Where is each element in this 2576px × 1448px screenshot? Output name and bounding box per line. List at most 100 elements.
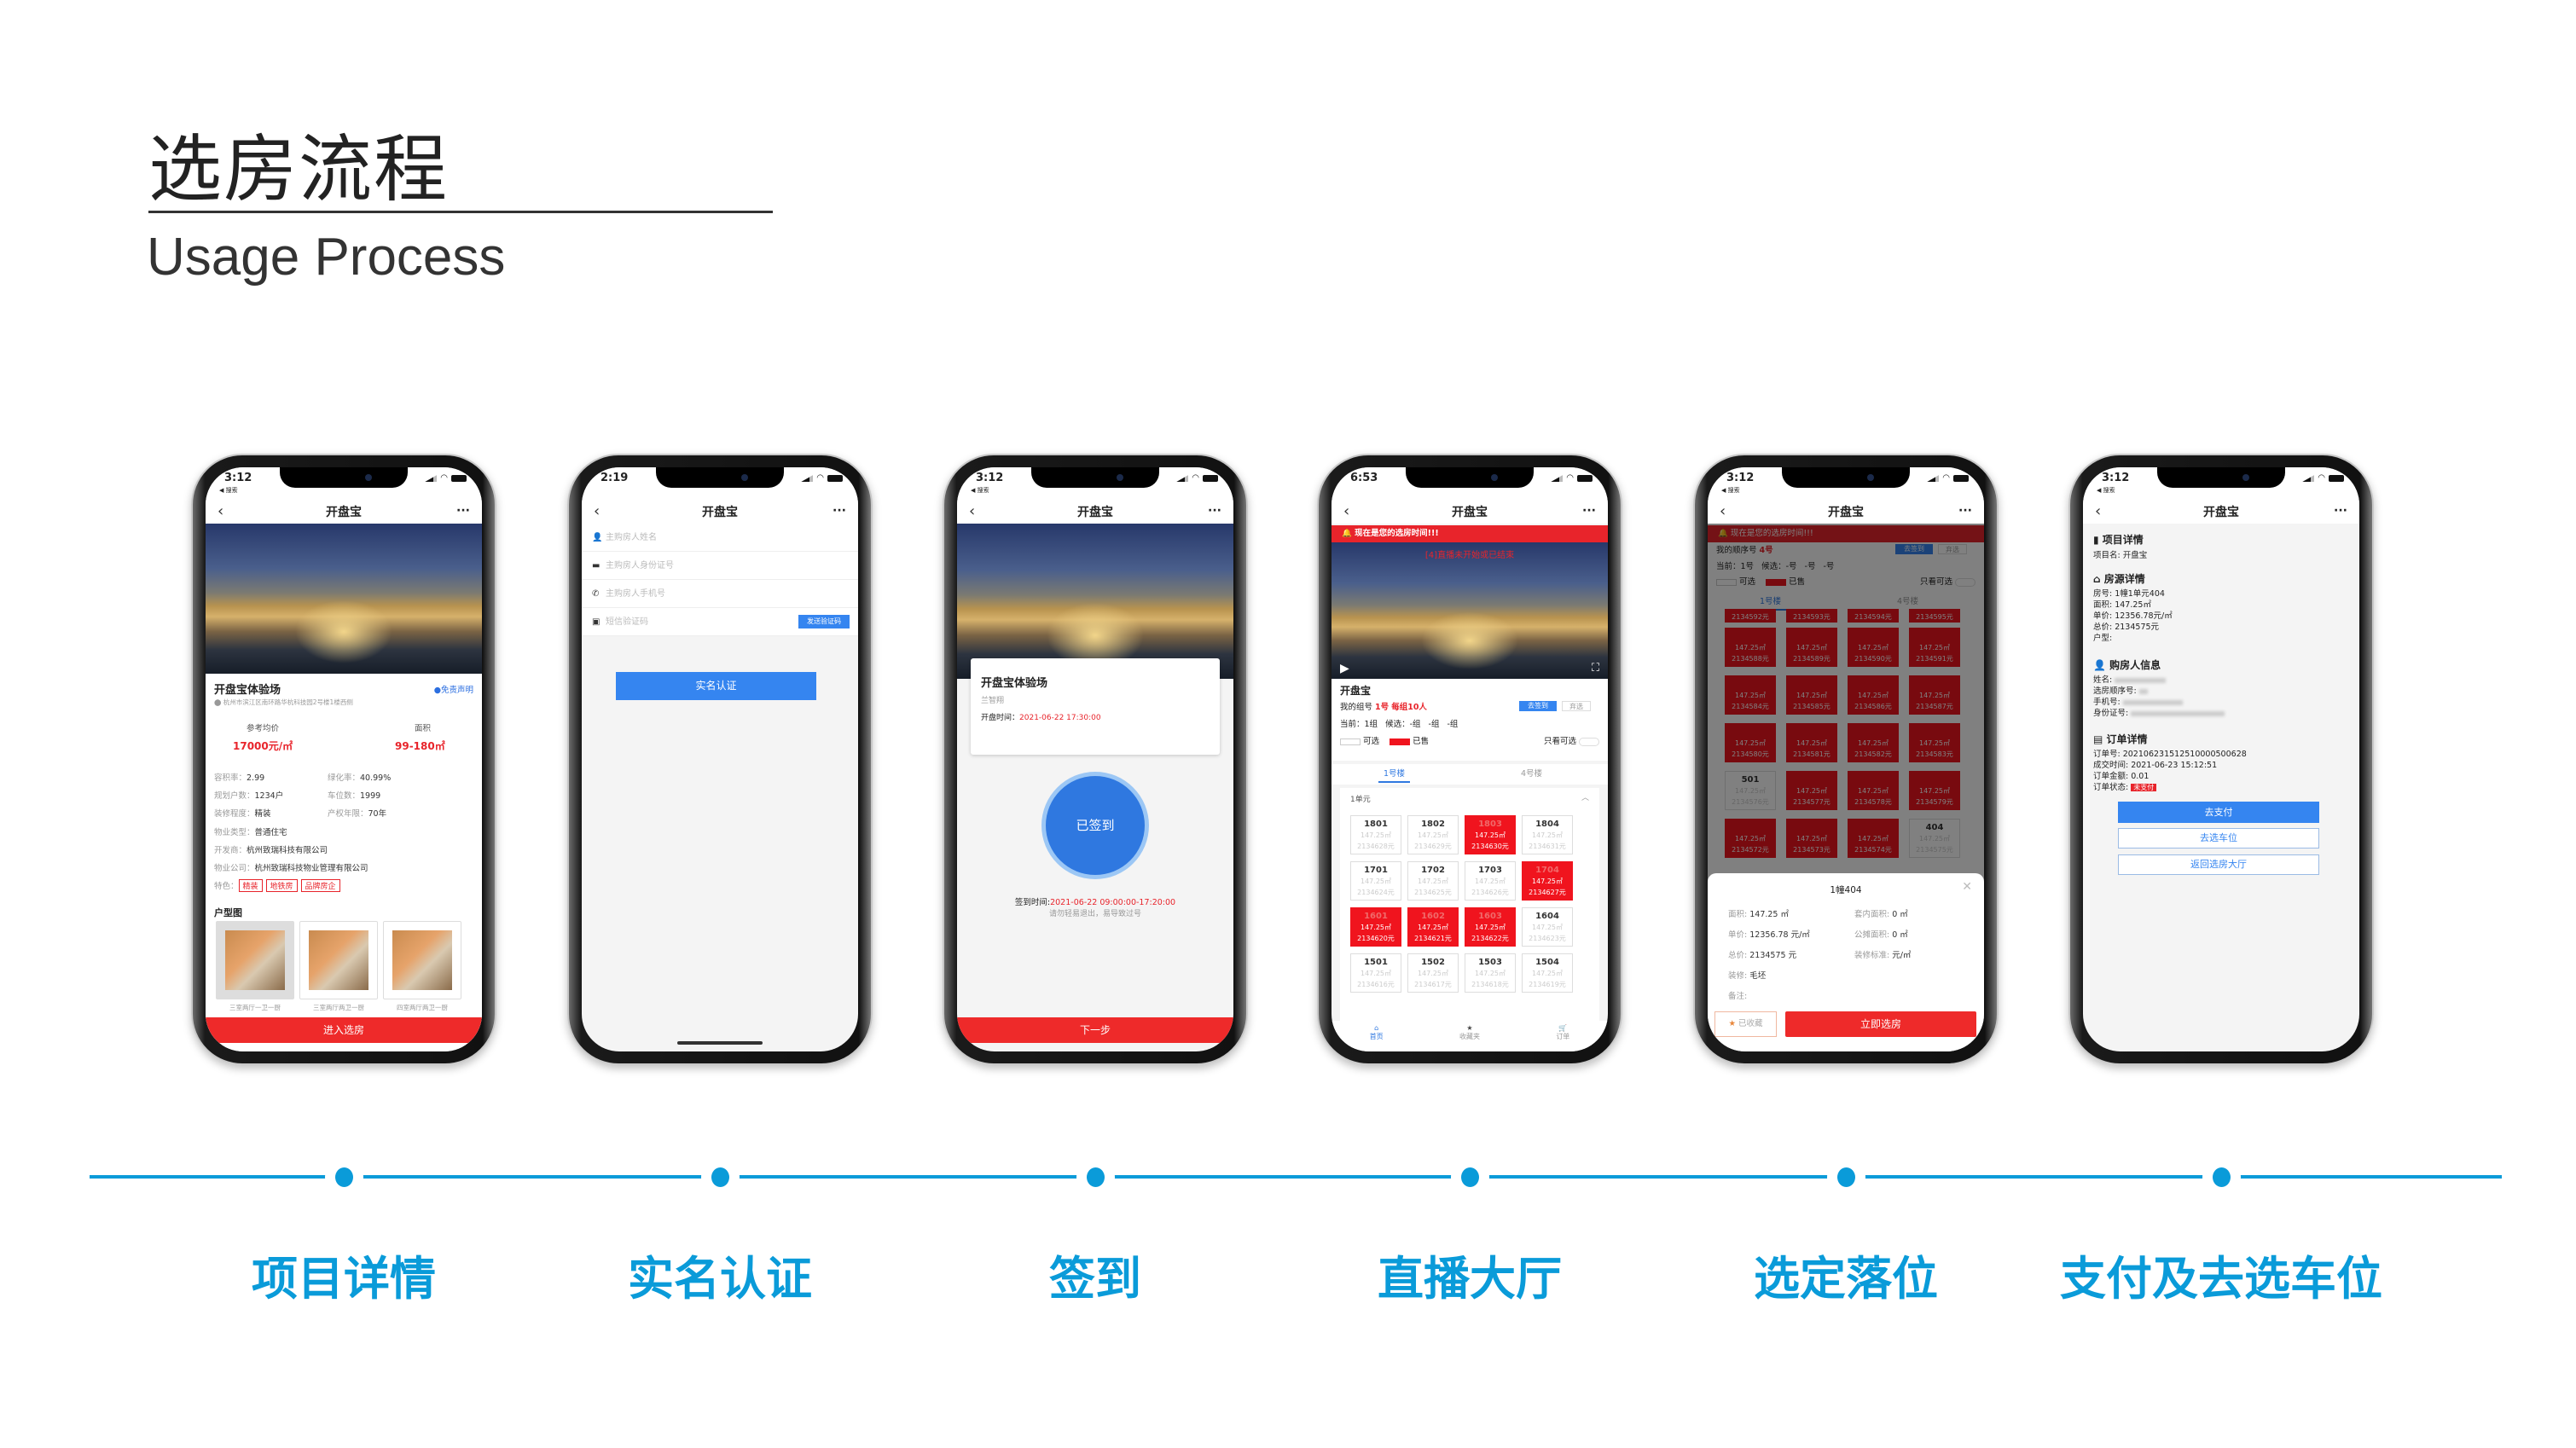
battery-icon [2329,475,2344,482]
tab-orders[interactable]: 🛒订单 [1556,1024,1570,1040]
back-chevron-icon[interactable]: ‹ [218,502,224,520]
abandon-button[interactable]: 弃选 [1938,544,1967,554]
notch [1031,467,1159,488]
sms-code-input[interactable]: ▣短信验证码 [582,608,858,636]
unit-price: 2134625元 [1414,889,1452,896]
next-step-button[interactable]: 下一步 [957,1017,1233,1043]
collapse-chevron-icon[interactable]: ︿ [1581,794,1589,802]
floorplan-image[interactable] [299,921,378,999]
back-to-app-link[interactable]: ◀ 搜索 [1721,487,1740,494]
tab-building-4[interactable]: 4号楼 [1897,597,1919,606]
tab-building-1[interactable]: 1号楼 [1378,764,1411,783]
verify-button[interactable]: 实名认证 [616,672,816,700]
unit-price: 2134629元 [1414,843,1452,850]
back-to-app-link[interactable]: ◀ 搜索 [971,487,989,494]
select-parking-button[interactable]: 去选车位 [2118,828,2319,849]
unit-room [1787,679,1836,690]
unit-cell-sold[interactable]: 2134592元 [1725,609,1776,623]
only-available-toggle[interactable]: 只看可选 [1920,575,1976,587]
tab-favorites[interactable]: ★收藏夹 [1459,1024,1480,1040]
checked-in-button[interactable]: 已签到 [1046,776,1145,875]
play-icon[interactable]: ▶ [1340,662,1349,675]
spec-property-company: 物业公司：杭州致瑞科技物业管理有限公司 [214,864,368,873]
more-icon[interactable]: ··· [1208,504,1221,518]
abandon-button[interactable]: 弃选 [1562,701,1591,711]
buyer-name-input[interactable]: 👤主购房人姓名 [582,524,858,552]
back-to-hall-button[interactable]: 返回选房大厅 [2118,854,2319,875]
back-to-app-link[interactable]: ◀ 搜索 [219,487,238,494]
close-icon[interactable]: ✕ [1962,880,1972,894]
check-in-button[interactable]: 去签到 [1895,544,1933,554]
unit-cell-sold[interactable]: 2134593元 [1786,609,1837,623]
fullscreen-icon[interactable]: ⛶ [1591,662,1599,675]
tab-building-1[interactable]: 1号楼 [1755,592,1787,611]
id-number-input[interactable]: ▬主购房人身份证号 [582,552,858,580]
unit-cell-sold[interactable]: 2134595元 [1909,609,1960,623]
pay-button[interactable]: 去支付 [2118,802,2319,823]
phone-input[interactable]: ✆主购房人手机号 [582,580,858,608]
floorplan-image[interactable] [216,921,294,999]
back-chevron-icon[interactable]: ‹ [594,502,600,520]
back-chevron-icon[interactable]: ‹ [1720,502,1726,520]
disclaimer-link[interactable]: ●免责声明 [433,686,473,695]
more-icon[interactable]: ··· [833,504,846,518]
tab-building-4[interactable]: 4号楼 [1521,769,1543,779]
more-icon[interactable]: ··· [1958,504,1972,518]
more-icon[interactable]: ··· [1582,504,1596,518]
check-in-button[interactable]: 去签到 [1519,701,1557,711]
enter-selection-button[interactable]: 进入选房 [206,1017,482,1043]
select-now-button[interactable]: 立即选房 [1785,1011,1976,1037]
only-available-toggle[interactable]: 只看可选 [1544,734,1599,746]
back-to-app-link[interactable]: ◀ 搜索 [2097,487,2115,494]
live-video-player[interactable] [1332,542,1608,679]
back-chevron-icon[interactable]: ‹ [2095,502,2102,520]
unit-cell-sold[interactable]: 2134594元 [1848,609,1899,623]
floorplan-image[interactable] [383,921,461,999]
more-icon[interactable]: ··· [456,504,470,518]
back-chevron-icon[interactable]: ‹ [969,502,976,520]
screen: 3:12 ◀ 搜索 ◠ ‹开盘宝··· 开盘宝体验场 ●免责声明 ⬤ 杭州市滨江… [206,467,482,1051]
unit-area: 147.25㎡ [1532,924,1563,931]
more-icon[interactable]: ··· [2334,504,2347,518]
tab-home[interactable]: ⌂首页 [1369,1024,1384,1040]
back-chevron-icon[interactable]: ‹ [1343,502,1350,520]
send-code-button[interactable]: 发送验证码 [798,615,850,628]
favorited-button[interactable]: ★ 已收藏 [1714,1011,1777,1037]
